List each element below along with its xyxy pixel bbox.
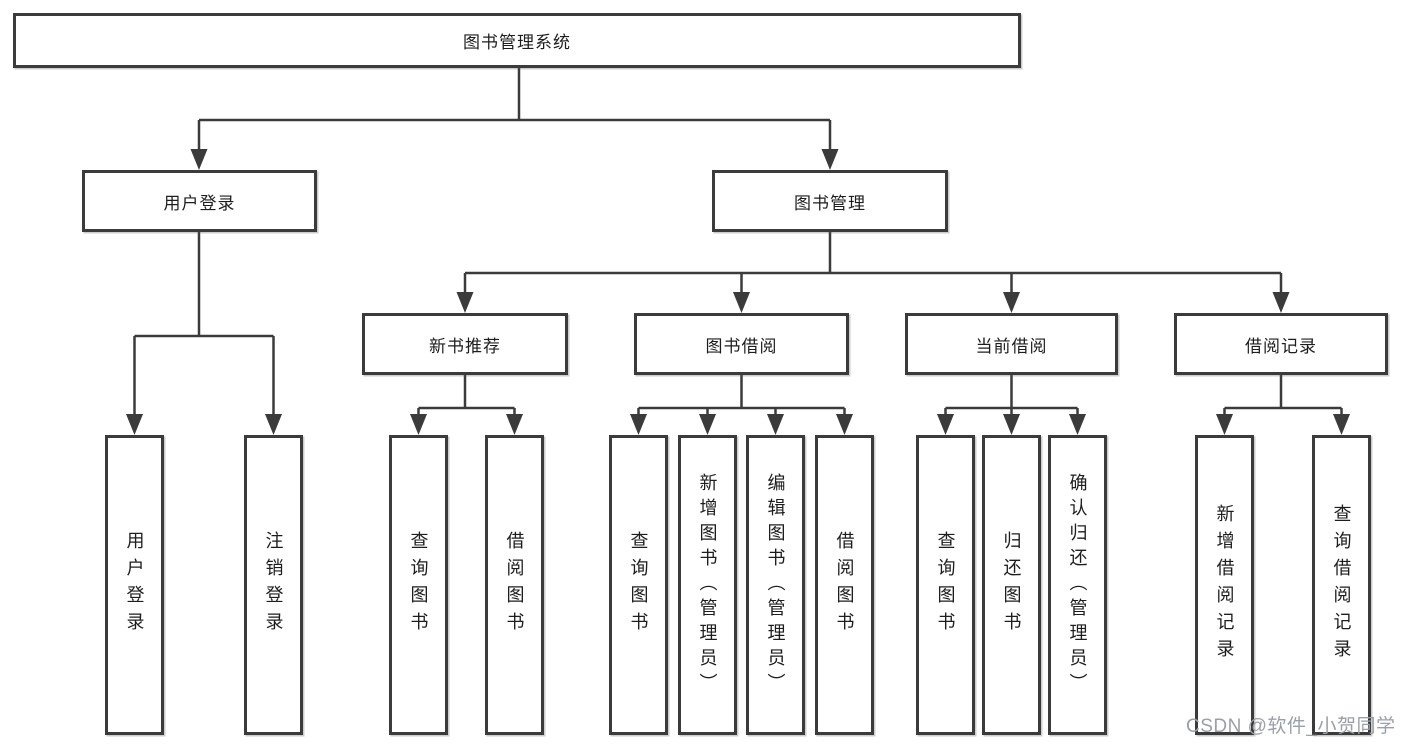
- node-current-borrowing: 当前借阅: [905, 313, 1118, 375]
- connector-new-book-children: [417, 375, 516, 416]
- arrowhead-leaf: [506, 414, 523, 435]
- arrowhead-leaf: [699, 414, 716, 435]
- node-leaf-query-books: 查询图书: [389, 435, 448, 735]
- connector-borrow-records-children: [1223, 375, 1343, 416]
- connector-book-mgmt-children: [463, 232, 1283, 294]
- node-book-borrowing: 图书借阅: [634, 313, 849, 375]
- node-user-login: 用户登录: [82, 170, 317, 232]
- arrowhead-leaf-login: [126, 414, 143, 435]
- arrowhead-new-book: [456, 292, 474, 313]
- node-leaf-logout: 注销登录: [244, 435, 303, 735]
- arrowhead-leaf: [1333, 414, 1350, 435]
- arrowhead-book-mgmt: [821, 149, 839, 170]
- arrowhead-leaf: [836, 414, 853, 435]
- arrowhead-leaf: [1216, 414, 1233, 435]
- connector-user-login-children: [133, 232, 275, 416]
- node-leaf-confirm-return-admin: 确认归还（管理员）: [1048, 435, 1107, 735]
- arrowhead-leaf: [630, 414, 647, 435]
- node-library-management-system: 图书管理系统: [13, 13, 1021, 68]
- node-leaf-query-books: 查询图书: [609, 435, 668, 735]
- arrowhead-leaf: [410, 414, 427, 435]
- arrowhead-leaf: [1003, 414, 1020, 435]
- connector-root-to-level2: [197, 68, 832, 151]
- node-book-management: 图书管理: [712, 170, 948, 232]
- node-leaf-user-login: 用户登录: [105, 435, 164, 735]
- arrowhead-user-login: [190, 149, 208, 170]
- node-leaf-add-borrow-record: 新增借阅记录: [1195, 435, 1254, 735]
- arrowhead-book-borrow: [733, 292, 750, 313]
- arrowhead-leaf-logout: [265, 414, 282, 435]
- node-leaf-query-books: 查询图书: [916, 435, 975, 735]
- node-leaf-add-books-admin: 新增图书（管理员）: [678, 435, 737, 735]
- arrowhead-current-borrow: [1003, 292, 1020, 313]
- arrowhead-leaf: [1069, 414, 1086, 435]
- node-leaf-query-borrow-record: 查询借阅记录: [1312, 435, 1371, 735]
- arrowhead-borrow-records: [1272, 292, 1290, 313]
- node-leaf-return-books: 归还图书: [982, 435, 1041, 735]
- connector-current-borrow-children: [944, 375, 1079, 416]
- arrowhead-leaf: [937, 414, 954, 435]
- csdn-watermark: CSDN @软件_小贺同学: [1186, 716, 1396, 737]
- node-new-book-recommendation: 新书推荐: [362, 313, 568, 375]
- arrowhead-leaf: [767, 414, 784, 435]
- node-leaf-borrow-books: 借阅图书: [815, 435, 874, 735]
- node-leaf-edit-books-admin: 编辑图书（管理员）: [746, 435, 805, 735]
- node-borrowing-records: 借阅记录: [1174, 313, 1388, 375]
- connector-book-borrow-children: [637, 375, 846, 416]
- node-leaf-borrow-books: 借阅图书: [485, 435, 544, 735]
